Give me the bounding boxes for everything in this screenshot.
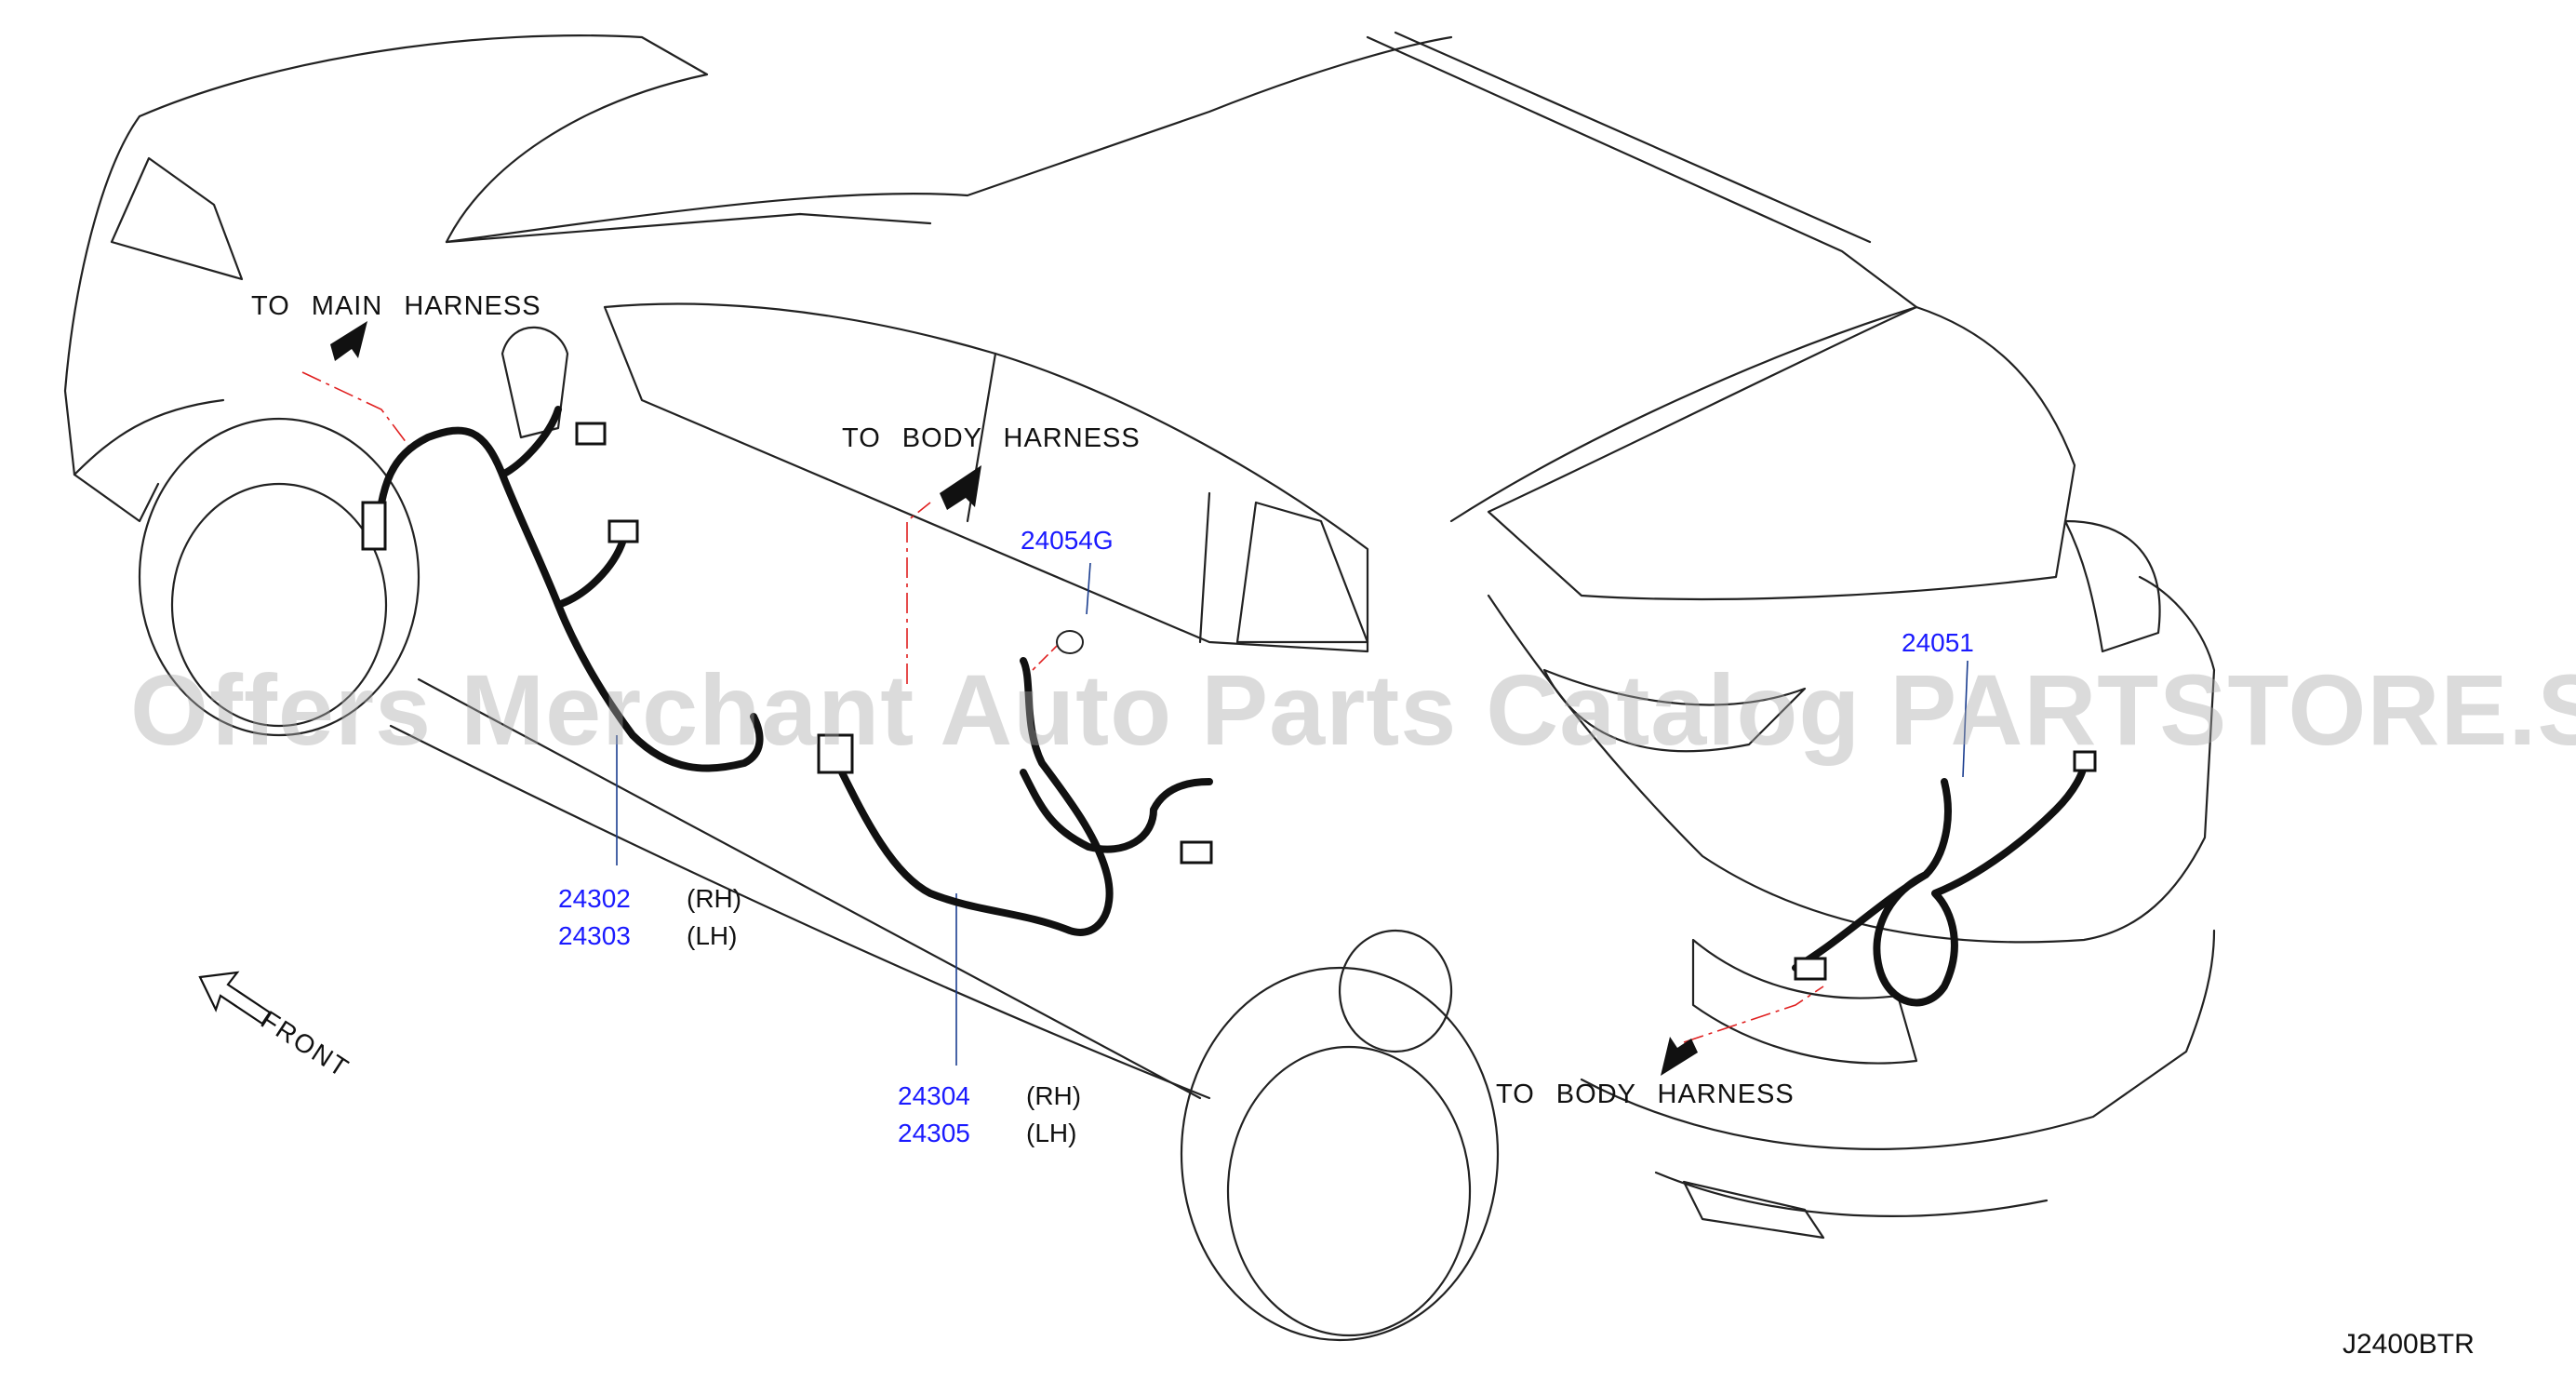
front-arrow [198, 971, 272, 1026]
rear-wheel [1226, 1045, 1472, 1337]
side-window-outline [603, 302, 1369, 653]
side-lh-24303: (LH) [687, 921, 738, 950]
connector [1180, 840, 1213, 865]
rear-quarter-window [1235, 501, 1369, 644]
roof-rail [1366, 35, 1918, 309]
connector [575, 422, 607, 446]
front-wheel-arch [138, 417, 420, 737]
bumper-lower [1654, 1171, 2049, 1217]
side-lh-24305: (LH) [1026, 1119, 1077, 1147]
part-number-24054g[interactable]: 24054G [1021, 526, 1114, 555]
rocker-line [417, 677, 1202, 1100]
rear-bumper [1580, 929, 2216, 1150]
side-mirror [501, 326, 569, 439]
front-wheel [170, 482, 388, 728]
diagram-code: J2400BTR [2342, 1329, 2475, 1360]
tail-lamp [1542, 668, 1807, 753]
connector [817, 733, 854, 774]
roof-rail-2 [1394, 31, 1872, 244]
part-number-24051[interactable]: 24051 [1902, 628, 1974, 657]
harness-24304 [838, 657, 1213, 936]
windshield-base [445, 212, 932, 244]
connector [1794, 957, 1827, 981]
fender-line [73, 473, 160, 523]
side-window-divider-2 [1198, 491, 1211, 644]
license-recess [1691, 938, 1918, 1065]
headlamp [110, 156, 244, 281]
hood-outline [138, 34, 709, 244]
reflector [1682, 1180, 1825, 1240]
label-to-body-harness-rear: TO BODY HARNESS [1496, 1079, 1795, 1109]
part-number-24305[interactable]: 24305 [898, 1119, 970, 1147]
front-fascia [63, 114, 225, 476]
connector [2073, 750, 2097, 772]
part-number-24304[interactable]: 24304 [898, 1081, 970, 1110]
label-to-main-harness: TO MAIN HARNESS [251, 291, 541, 321]
harness-24302 [373, 406, 764, 772]
rear-wheel-arch [1180, 966, 1500, 1342]
harness-24051 [1792, 759, 2088, 1007]
connector [607, 519, 639, 543]
rear-glass [1487, 305, 2076, 601]
part-number-24303[interactable]: 24303 [558, 921, 631, 950]
side-rh-24304: (RH) [1026, 1081, 1082, 1110]
body-side-crease [389, 724, 1211, 1100]
part-number-24302[interactable]: 24302 [558, 884, 631, 913]
arrow-to-body-harness-rear [1661, 1037, 1698, 1076]
rear-spoiler [1449, 305, 1918, 523]
arrow-to-body-harness-top [940, 465, 981, 510]
rear-body [1487, 575, 2216, 944]
label-to-body-harness-top: TO BODY HARNESS [842, 423, 1141, 453]
red-leader-24054g [1032, 641, 1061, 671]
fuel-door [1338, 929, 1453, 1053]
arrow-to-main-harness [330, 321, 367, 361]
side-rh-24302: (RH) [687, 884, 742, 913]
grommet-24054g [1056, 630, 1084, 654]
red-leader-body-top [906, 502, 931, 684]
connector [361, 501, 387, 551]
tail-lamp-right [2063, 519, 2161, 653]
red-leader-main [301, 371, 410, 448]
watermark: Offers Merchant Auto Parts Catalog PARTS… [130, 653, 2576, 766]
leader-24054g [1086, 562, 1091, 615]
leader-24051 [1962, 660, 1969, 778]
red-leader-rear [1683, 985, 1824, 1043]
roof-line [445, 35, 1453, 244]
